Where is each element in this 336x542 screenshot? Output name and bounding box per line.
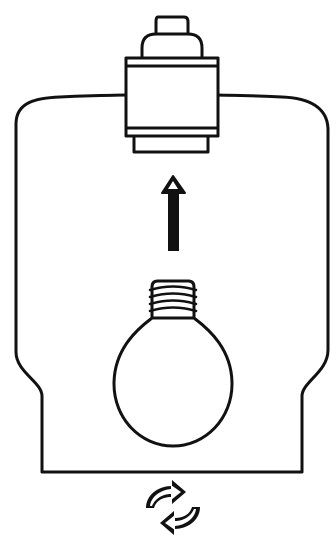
rotate-arrows-icon [146, 480, 200, 535]
insert-arrow-icon [161, 175, 186, 251]
lamp-socket-icon [124, 15, 220, 154]
light-bulb-icon [112, 279, 234, 448]
bulb-threads [148, 285, 198, 313]
